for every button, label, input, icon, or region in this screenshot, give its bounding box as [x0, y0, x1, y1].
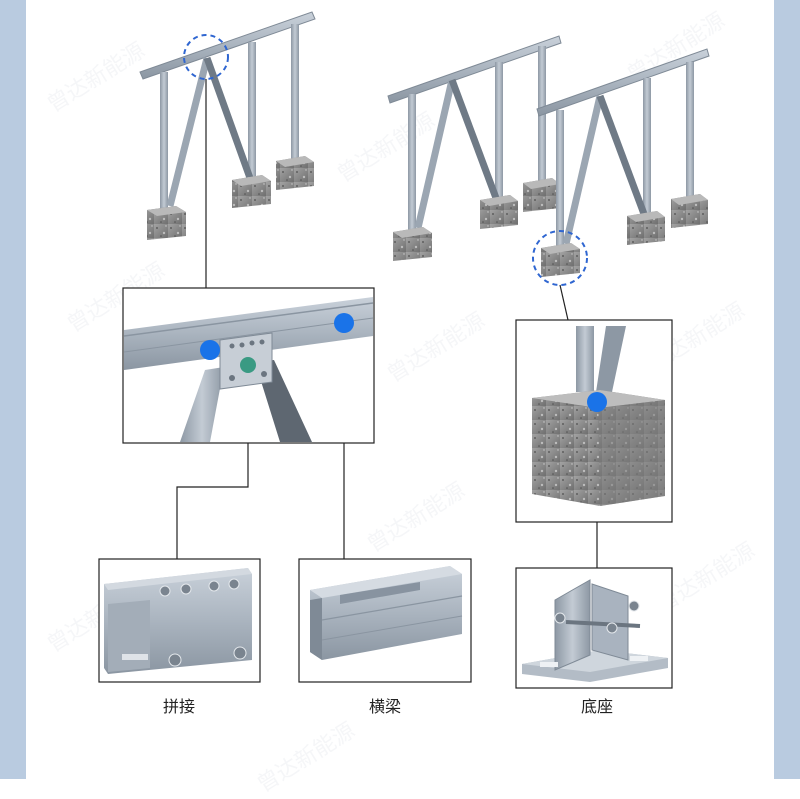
- callout-dot-icon: [240, 357, 256, 373]
- label-splice: 拼接: [162, 697, 195, 716]
- diagram-canvas: [98, 11, 710, 689]
- label-beam: 横梁: [368, 697, 401, 716]
- callout-dot-icon: [587, 392, 607, 412]
- detail-rail-splice: [122, 287, 375, 444]
- detail-concrete-base: [515, 319, 673, 523]
- left-block-3: [276, 156, 314, 190]
- left-brace-2: [203, 56, 254, 180]
- dashed-circle-icon: [183, 34, 229, 80]
- part-splice-plate: [98, 558, 261, 683]
- page: 曾达新能源 曾达新能源 曾达新能源 曾达新能源 曾达新能源 曾达新能源 曾达新能…: [0, 0, 800, 779]
- left-post-2: [248, 42, 256, 182]
- left-brace-1: [166, 57, 211, 207]
- callout-dot-icon: [200, 340, 220, 360]
- left-post-3: [291, 24, 299, 164]
- part-rail-profile: [298, 558, 472, 683]
- left-post-1: [160, 72, 168, 210]
- left-rail: [139, 11, 316, 80]
- label-base: 底座: [580, 697, 613, 716]
- dashed-circle-icon: [532, 230, 588, 286]
- left-block-1: [147, 206, 186, 240]
- left-support-frame: [139, 11, 316, 240]
- right-support-frames: [387, 35, 710, 286]
- left-block-2: [232, 175, 271, 208]
- part-base-bracket: [515, 567, 673, 689]
- callout-dot-icon: [334, 313, 354, 333]
